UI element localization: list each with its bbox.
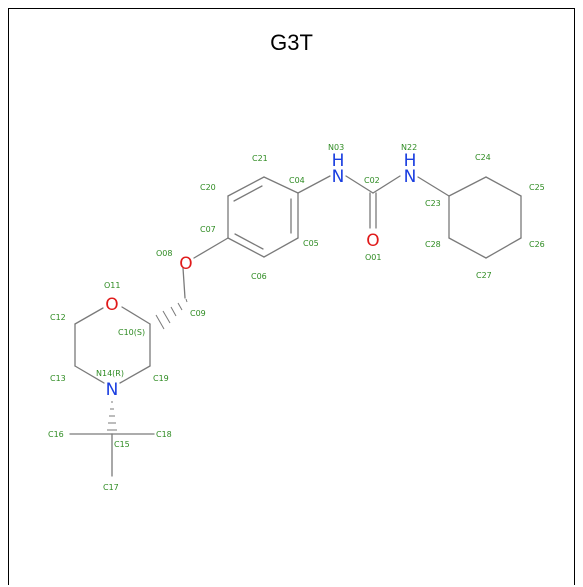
bond-c23-c24 — [448, 176, 487, 197]
atom-n03-symbol: N — [332, 167, 345, 187]
bond-c06-c05 — [263, 237, 299, 258]
label-c27: C27 — [476, 271, 492, 280]
label-c23: C23 — [425, 199, 441, 208]
label-c16: C16 — [48, 430, 64, 439]
bond-c02-n22 — [372, 175, 401, 194]
label-c15: C15 — [114, 440, 130, 449]
atom-n22-h: H — [404, 151, 417, 171]
label-n03: N03 — [328, 143, 344, 152]
bond-o11-c12 — [74, 307, 104, 325]
bond-o08-c09 — [182, 267, 186, 299]
label-c07: C07 — [200, 225, 216, 234]
atom-labels: N03 N22 C21 C24 C02 C04 C20 C25 C23 C07 … — [48, 143, 545, 492]
bond-c04-n03 — [297, 175, 331, 194]
atom-o01-symbol: O — [366, 231, 379, 251]
label-c19: C19 — [153, 374, 169, 383]
label-c28: C28 — [425, 240, 441, 249]
label-c18: C18 — [156, 430, 172, 439]
label-o11: O11 — [104, 281, 120, 290]
label-c13: C13 — [50, 374, 66, 383]
label-c24: C24 — [475, 153, 491, 162]
atom-o11-symbol: O — [105, 295, 118, 315]
bond-c04-c21 — [263, 176, 299, 194]
bond-c21-c20 — [227, 176, 265, 197]
label-c10: C10(S) — [118, 328, 145, 337]
label-c09: C09 — [190, 309, 206, 318]
bond-c09-c10-hashed — [155, 298, 188, 330]
label-c25: C25 — [529, 183, 545, 192]
bond-n03-c02 — [345, 175, 374, 194]
label-c20: C20 — [200, 183, 216, 192]
label-n14: N14(R) — [96, 369, 124, 378]
label-c02: C02 — [364, 176, 380, 185]
bond-c07-c06 — [227, 237, 265, 258]
bond-c21-c20-inner — [233, 185, 263, 202]
label-c21: C21 — [252, 154, 268, 163]
label-o01: O01 — [365, 253, 381, 262]
bonds — [69, 175, 522, 477]
label-o08: O08 — [156, 249, 172, 258]
label-c04: C04 — [289, 176, 305, 185]
label-c17: C17 — [103, 483, 119, 492]
heteroatom-symbols: H N H N O O O N — [105, 151, 416, 400]
bond-c13-n14 — [74, 365, 105, 384]
label-c12: C12 — [50, 313, 66, 322]
atom-o08-symbol: O — [179, 254, 192, 274]
bond-c07-c06-inner — [234, 233, 264, 250]
bond-c10-o11 — [121, 306, 151, 325]
label-c26: C26 — [529, 240, 545, 249]
image-frame — [8, 8, 575, 585]
label-n22: N22 — [401, 143, 417, 152]
bond-n14-c19 — [119, 365, 151, 384]
molecule-title: G3T — [270, 30, 313, 55]
bond-c27-c28 — [448, 237, 487, 259]
atom-n03-h: H — [332, 151, 345, 171]
label-c06: C06 — [251, 272, 267, 281]
bond-c24-c25 — [485, 176, 522, 197]
bond-c07-o08 — [193, 237, 229, 259]
bond-n22-c23 — [417, 176, 450, 197]
atom-n22-symbol: N — [404, 167, 417, 187]
bond-n14-c15-hashed — [107, 401, 117, 431]
label-c05: C05 — [303, 239, 319, 248]
bond-c26-c27 — [485, 237, 522, 259]
atom-n14-symbol: N — [106, 380, 119, 400]
